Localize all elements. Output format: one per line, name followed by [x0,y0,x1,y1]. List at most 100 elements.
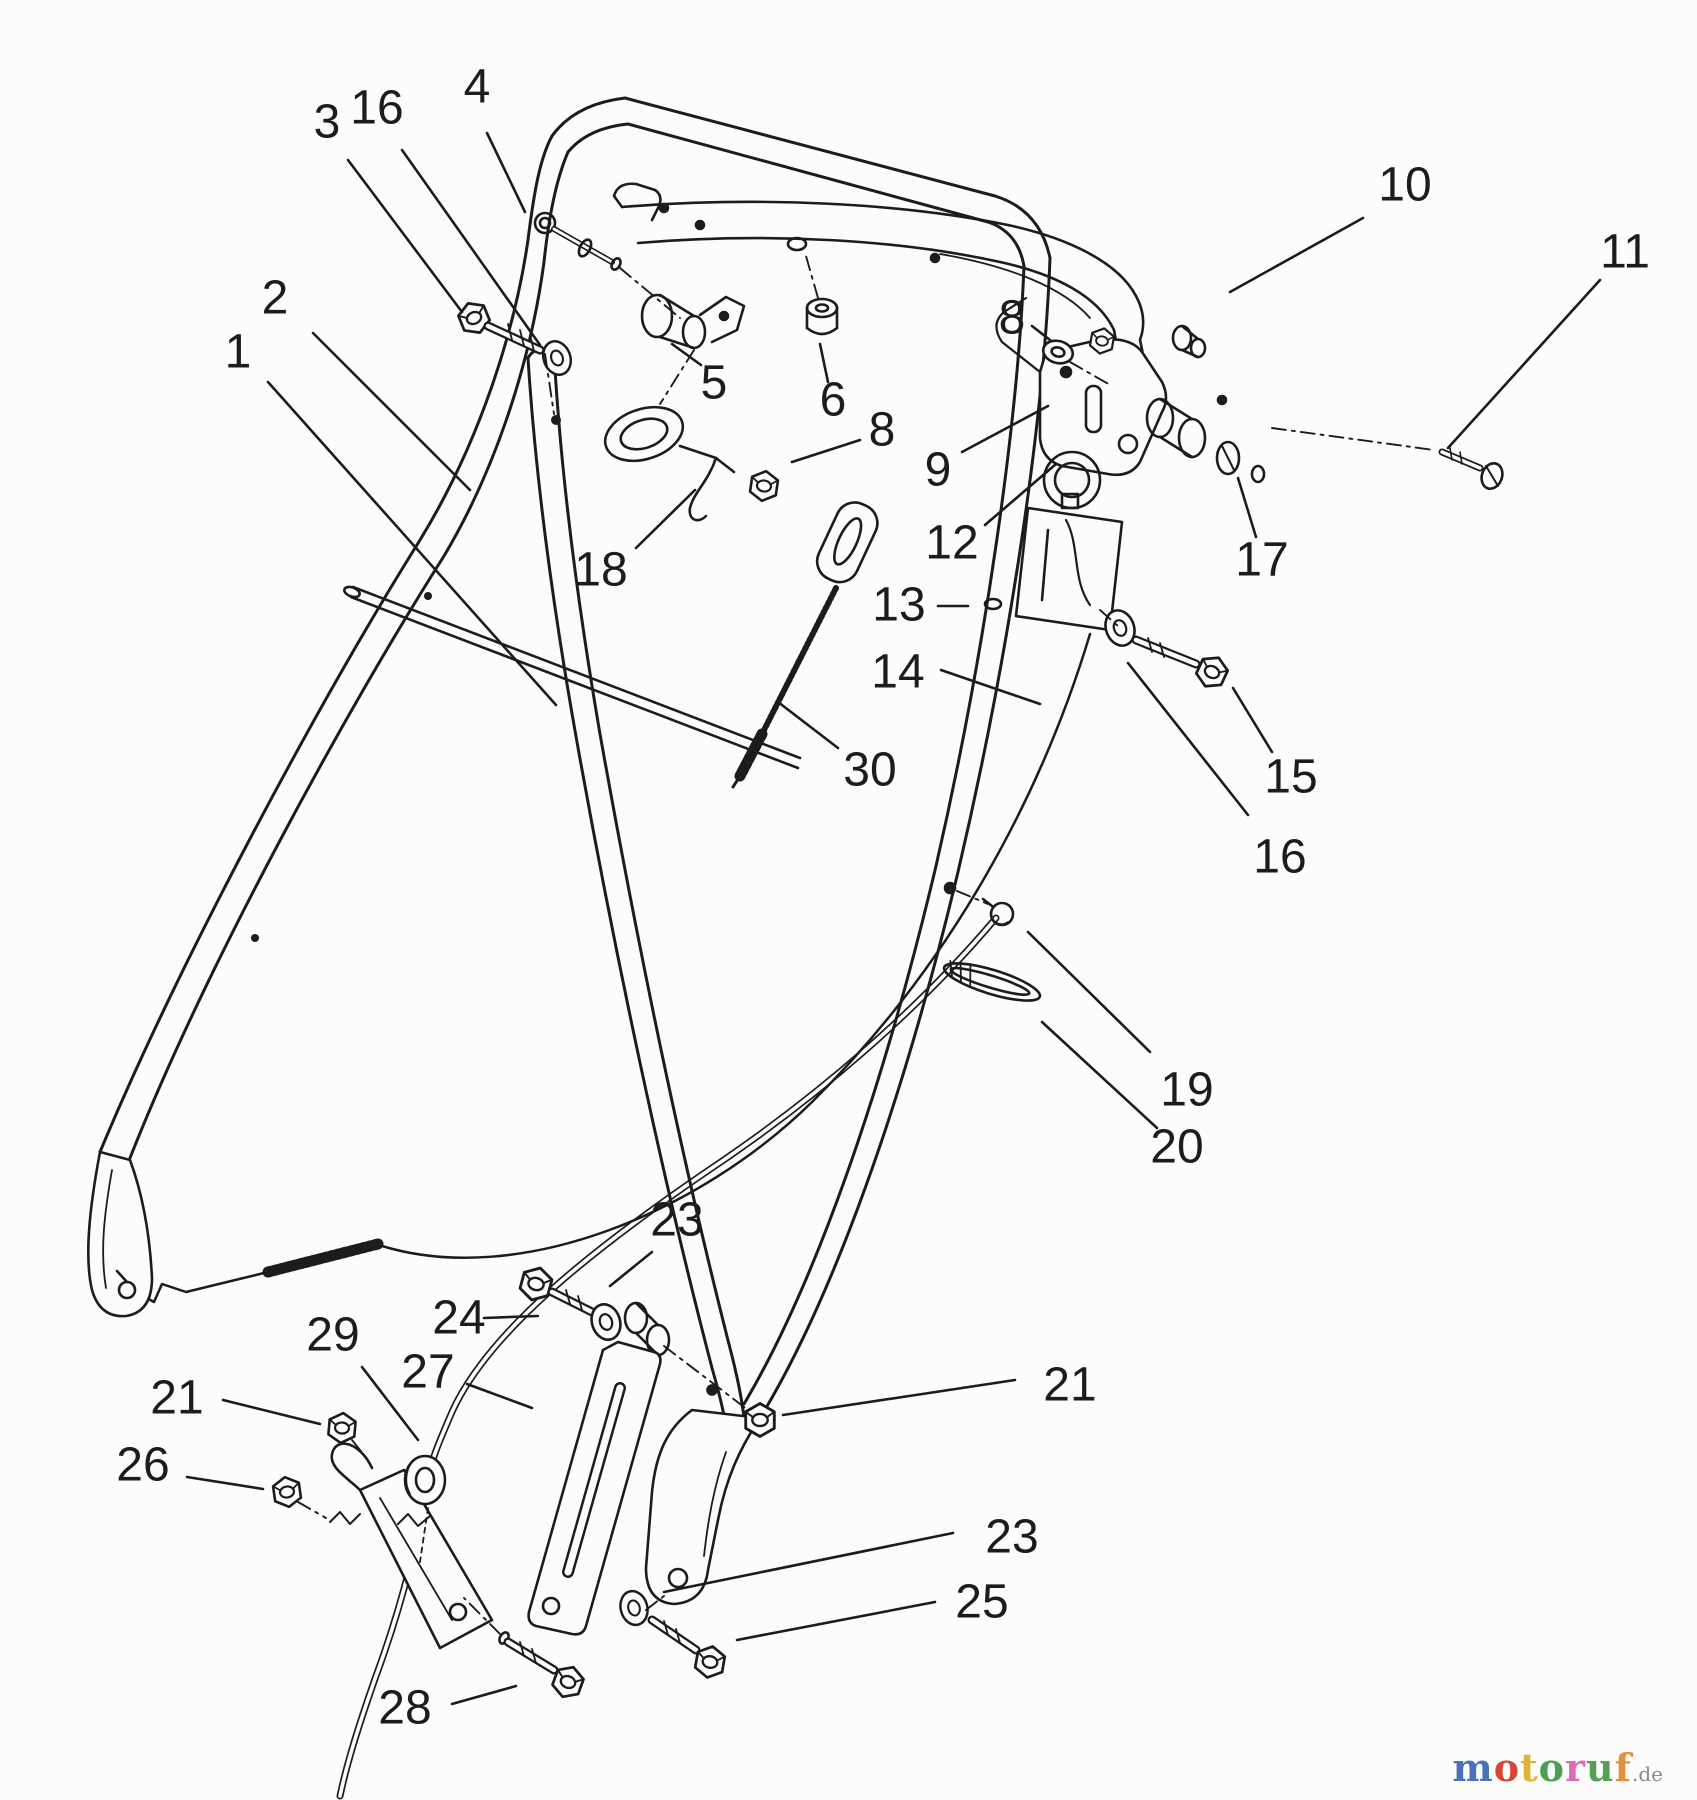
callout-19: 19 [1160,1064,1213,1117]
nut-26 [270,1474,304,1510]
cable-tie-20 [942,960,1042,1002]
callout-10: 10 [1378,159,1431,212]
callout-23-top-leader [608,1250,654,1288]
callout-15-leader [1231,686,1274,754]
bolt-28 [498,1631,588,1703]
callout-20-leader [1040,1020,1159,1130]
callout-2: 2 [262,272,289,325]
callout-29-leader [360,1365,420,1442]
callout-25-leader [735,1600,937,1642]
callout-6-leader [818,342,830,384]
callout-26-leader [185,1475,265,1491]
callout-9: 9 [925,444,952,497]
watermark-letter: r [1564,1745,1586,1790]
callout-21-left: 21 [150,1372,203,1425]
callout-12-leader [983,462,1058,527]
callout-2-leader [311,331,472,492]
callout-18: 18 [574,544,627,597]
callout-28: 28 [378,1682,431,1735]
callout-8-mid-leader [790,438,862,464]
callout-29: 29 [306,1309,359,1362]
callout-21-left-leader [221,1398,322,1426]
callout-17-leader [1236,476,1258,539]
callout-23-bottom: 23 [985,1511,1038,1564]
mount-bolt-23-washer-24 [516,1262,671,1357]
callout-20: 20 [1150,1121,1203,1174]
callout-21-right: 21 [1043,1359,1096,1412]
callout-8-upper-leader [1030,324,1052,342]
diagram-linework [86,96,1504,1800]
watermark-letter: f [1614,1745,1632,1790]
callout-1-leader [266,380,558,707]
callout-leader-lines [185,131,1602,1706]
callout-1: 1 [225,326,252,379]
watermark-letter: u [1586,1745,1615,1790]
callout-17: 17 [1235,534,1288,587]
callout-14-leader [939,668,1042,706]
callout-23-bottom-leader [662,1531,955,1594]
rod-30 [731,501,879,789]
watermark-letter: m [1452,1745,1494,1790]
callout-9-leader [960,404,1050,454]
hinge-pin-4 [533,211,622,271]
callout-16-upper-leader [400,148,542,347]
nut-21-right [706,1384,776,1438]
callout-10-leader [1228,216,1365,294]
callout-27: 27 [401,1346,454,1399]
callout-4-leader [485,131,527,214]
callout-16-right: 16 [1253,831,1306,884]
brake-cable [128,632,1092,1304]
support-strut-27 [527,1340,662,1636]
callout-15: 15 [1264,751,1317,804]
callout-24: 24 [432,1292,485,1345]
callout-24-leader [482,1314,540,1320]
callout-23-top: 23 [650,1194,703,1247]
watermark-letter: t [1520,1745,1539,1790]
callout-30-leader [776,700,840,750]
pivot-bushing-17 [1145,397,1266,484]
bolt-3 [454,296,577,380]
bolt-15 [1099,604,1233,694]
handle-cross-rod [343,585,802,770]
callout-28-leader [450,1684,518,1706]
tube-hole-dots [251,415,561,942]
callout-30: 30 [843,744,896,797]
handle-end-plate [644,1408,762,1606]
callout-12: 12 [925,517,978,570]
watermark-suffix: .de [1632,1762,1663,1786]
callout-27-leader [465,1382,534,1410]
pin-19 [943,881,1015,927]
callout-25: 25 [955,1576,1008,1629]
washer-23-bolt-25 [615,1586,728,1682]
watermark-logo: motoruf.de [1452,1745,1663,1790]
callout-13: 13 [872,579,925,632]
callout-5-leader [670,342,703,367]
control-cable-lower [336,914,1000,1800]
flanged-nut-6 [805,297,839,336]
assembly-axis-lines [297,255,1435,1635]
callout-21-right-leader [781,1378,1017,1417]
callout-18-leader [634,488,697,550]
grommet-29 [403,1454,447,1506]
callout-8-upper: 8 [999,292,1026,345]
callout-11: 11 [1600,226,1650,279]
watermark-letter: o [1538,1745,1565,1790]
callout-16-right-leader [1126,661,1250,817]
upper-handle-tube [98,96,1052,1420]
callout-3-leader [346,158,464,314]
callout-5: 5 [701,357,728,410]
control-bracket [995,296,1168,477]
callout-8-mid: 8 [869,404,896,457]
handle-grip-end [86,1150,154,1318]
callout-6: 6 [820,374,847,427]
callout-16-upper: 16 [350,82,403,135]
callout-4: 4 [464,61,491,114]
screw-11 [1438,447,1504,490]
fastener-cluster-8-upper [1041,324,1207,365]
callout-19-leader [1026,930,1152,1054]
callout-3: 3 [314,96,341,149]
callout-26: 26 [116,1439,169,1492]
callout-11-leader [1446,278,1602,450]
